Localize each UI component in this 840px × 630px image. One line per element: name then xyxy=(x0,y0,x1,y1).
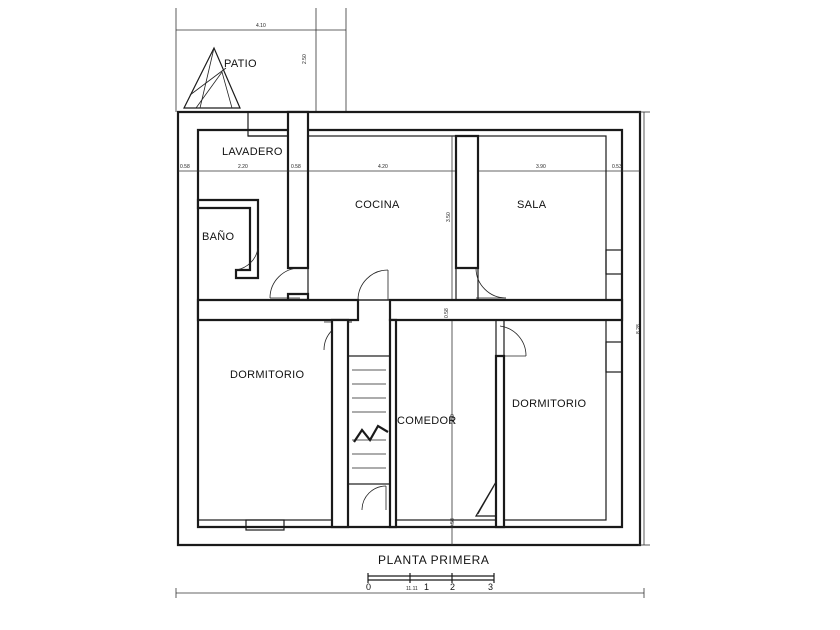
dim-lavadero-width: 2.20 xyxy=(238,164,248,170)
lavadero-label: LAVADERO xyxy=(222,146,283,158)
scale-tick-2: 2 xyxy=(450,582,455,592)
dormitorio-left-label: DORMITORIO xyxy=(230,369,304,381)
cocina-label: COCINA xyxy=(355,199,400,211)
cocina-sala: 0.58 2.20 0.58 4.20 3.90 0.53 COCINA 3.5… xyxy=(178,134,640,545)
comedor-label: COMEDOR xyxy=(397,415,457,427)
dim-wall-a: 0.58 xyxy=(291,164,301,170)
dim-patio-width: 4.10 xyxy=(256,23,266,29)
staircase xyxy=(347,355,391,485)
plan-title: PLANTA PRIMERA xyxy=(378,553,490,567)
tree-icon xyxy=(183,46,241,109)
service-rooms: LAVADERO BAÑO xyxy=(196,110,310,302)
bottom-rooms: DORMITORIO COMEDOR 5.50 0.58 DOR xyxy=(197,318,623,531)
dim-patio-depth: 2.50 xyxy=(302,54,308,64)
bano-label: BAÑO xyxy=(202,230,235,243)
dormitorio-right-label: DORMITORIO xyxy=(512,398,586,410)
dim-comedor-depth: 5.50 xyxy=(450,414,456,424)
dim-cocina-width: 4.20 xyxy=(378,164,388,170)
dim-sala-width: 3.90 xyxy=(536,164,546,170)
scale-tick-1: 1 xyxy=(424,582,429,592)
dim-corridor: 0.58 xyxy=(444,308,450,318)
scale-bar: 0 1 2 3 xyxy=(366,573,495,592)
total-width-dim: 11.11 xyxy=(175,586,645,598)
exterior-wall xyxy=(176,110,642,547)
dim-total-height: 8.28 xyxy=(636,324,642,334)
total-height-dim: 8.28 xyxy=(636,111,650,546)
scale-tick-3: 3 xyxy=(488,582,493,592)
patio-area: 4.10 2.50 PATIO xyxy=(175,8,347,112)
dim-total-width: 11.11 xyxy=(406,586,418,592)
scale-tick-0: 0 xyxy=(366,582,371,592)
corridor: 0.58 xyxy=(196,269,624,351)
dim-bottom: 0.58 xyxy=(450,518,456,528)
dim-cocina-depth: 3.50 xyxy=(446,212,452,222)
dim-right-margin: 0.53 xyxy=(612,164,622,170)
sala-label: SALA xyxy=(517,199,547,211)
dim-left-margin: 0.58 xyxy=(180,164,190,170)
patio-label: PATIO xyxy=(224,58,257,70)
